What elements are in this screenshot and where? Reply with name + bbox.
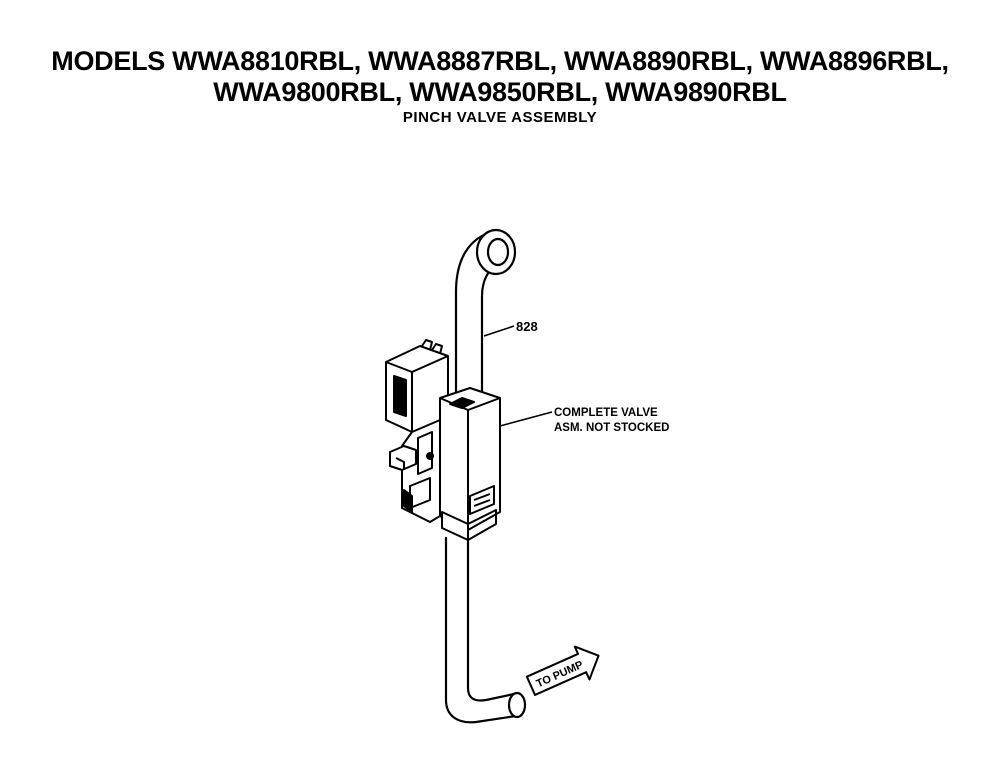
valve-body (385, 339, 501, 541)
to-pump-arrow: TO PUMP (525, 645, 600, 696)
part-828-leader (483, 325, 515, 337)
part-number-828: 828 (516, 319, 538, 334)
valve-note-line-1: COMPLETE VALVE (554, 407, 658, 419)
assembly-subtitle: PINCH VALVE ASSEMBLY (402, 109, 598, 126)
diagram-header: MODELS WWA8810RBL, WWA8887RBL, WWA8890RB… (0, 46, 1000, 127)
valve-note-leader (499, 411, 553, 427)
models-title-line-2: WWA9800RBL, WWA9850RBL, WWA9890RBL (213, 77, 787, 107)
valve-note-line-2: ASM. NOT STOCKED (554, 422, 669, 434)
models-title-line-1: MODELS WWA8810RBL, WWA8887RBL, WWA8890RB… (51, 46, 949, 76)
lower-hose (444, 536, 527, 724)
upper-hose (454, 228, 517, 400)
